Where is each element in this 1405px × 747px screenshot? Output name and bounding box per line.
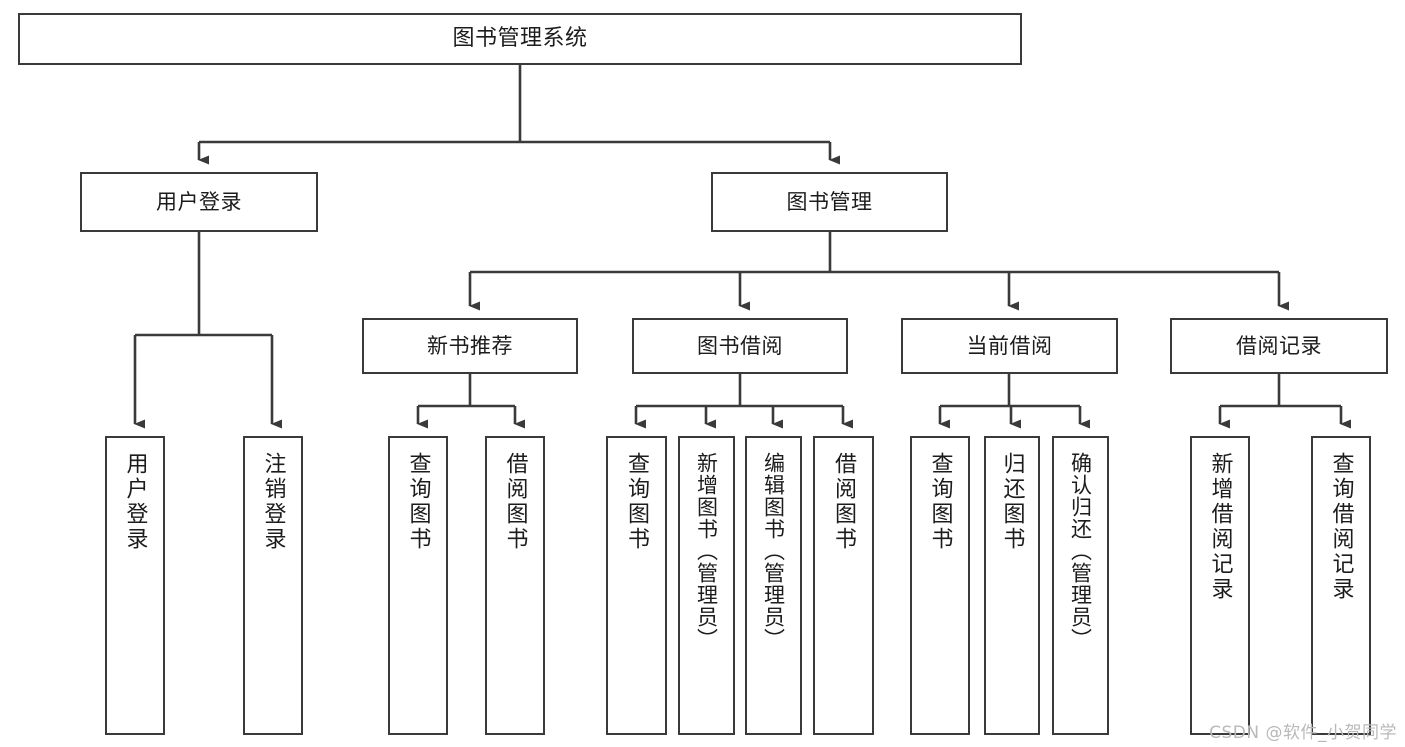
node-leaf-add-book-admin[interactable]: 新增图书（管理员） [678,436,735,735]
node-label: 图书借阅 [697,333,783,358]
node-leaf-user-logout[interactable]: 注销登录 [243,436,303,735]
node-label: 编辑图书（管理员） [761,452,786,650]
node-new-book-recommend[interactable]: 新书推荐 [362,318,578,374]
node-label: 查询图书 [405,452,431,552]
node-leaf-user-login[interactable]: 用户登录 [105,436,165,735]
node-leaf-query-book-recommend[interactable]: 查询图书 [388,436,448,735]
node-borrow-record[interactable]: 借阅记录 [1170,318,1388,374]
node-leaf-query-borrow-record[interactable]: 查询借阅记录 [1311,436,1371,735]
node-leaf-confirm-return-admin[interactable]: 确认归还（管理员） [1052,436,1109,735]
node-label: 图书管理系统 [452,26,588,52]
node-leaf-add-borrow-record[interactable]: 新增借阅记录 [1190,436,1250,735]
node-label: 用户登录 [122,452,148,552]
node-leaf-query-book-current[interactable]: 查询图书 [910,436,970,735]
node-label: 归还图书 [999,452,1025,552]
watermark-text: CSDN @软件_小贺同学 [1209,723,1397,743]
node-label: 新增借阅记录 [1207,452,1233,602]
node-label: 注销登录 [260,452,286,552]
node-label: 图书管理 [786,189,873,214]
node-current-borrow[interactable]: 当前借阅 [901,318,1118,374]
node-user-login[interactable]: 用户登录 [80,172,318,232]
node-leaf-borrow-book-borrow[interactable]: 借阅图书 [813,436,874,735]
node-label: 借阅图书 [502,452,528,552]
node-root-system[interactable]: 图书管理系统 [18,13,1022,65]
node-leaf-edit-book-admin[interactable]: 编辑图书（管理员） [745,436,802,735]
node-label: 新增图书（管理员） [694,452,719,650]
node-leaf-borrow-book-recommend[interactable]: 借阅图书 [485,436,545,735]
node-book-borrow[interactable]: 图书借阅 [632,318,848,374]
node-leaf-query-book-borrow[interactable]: 查询图书 [606,436,667,735]
node-label: 确认归还（管理员） [1068,452,1093,650]
node-label: 查询图书 [624,452,650,552]
node-label: 查询借阅记录 [1328,452,1354,602]
node-book-management[interactable]: 图书管理 [711,172,948,232]
node-leaf-return-book[interactable]: 归还图书 [984,436,1040,735]
node-label: 借阅记录 [1236,333,1322,358]
node-label: 查询图书 [927,452,953,552]
node-label: 借阅图书 [831,452,857,552]
node-label: 新书推荐 [427,333,513,358]
node-label: 当前借阅 [966,333,1053,358]
node-label: 用户登录 [156,189,242,214]
